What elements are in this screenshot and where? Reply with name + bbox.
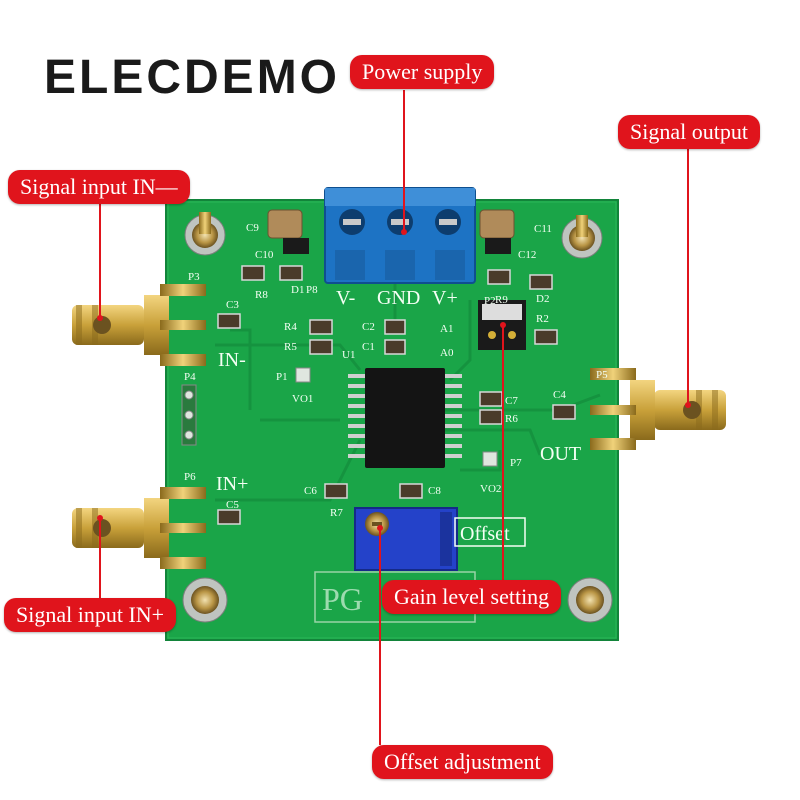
ref-a0: A0	[440, 347, 454, 359]
ref-c7: C7	[505, 395, 518, 407]
label-in-plus: IN+	[216, 473, 248, 495]
terminal-label-vminus: V-	[336, 287, 355, 309]
ref-c2: C2	[362, 321, 375, 333]
terminal-label-gnd: GND	[377, 287, 420, 309]
ref-d1: D1	[291, 284, 304, 296]
ref-p6: P6	[184, 471, 196, 483]
offset-potentiometer	[354, 507, 458, 571]
callout-offset-adjustment: Offset adjustment	[372, 745, 553, 779]
ref-p8: P8	[306, 284, 318, 296]
ref-p7: P7	[510, 457, 522, 469]
ref-c6: C6	[304, 485, 317, 497]
label-in-minus: IN-	[218, 349, 246, 371]
ic-chip-u1	[348, 368, 462, 468]
ref-c10: C10	[255, 249, 274, 261]
label-offset: Offset	[460, 523, 510, 545]
ref-d2: D2	[536, 293, 549, 305]
ref-vo1: VO1	[292, 393, 313, 405]
callout-gain-level: Gain level setting	[382, 580, 562, 614]
ref-p2: P2	[484, 295, 496, 307]
ref-p4: P4	[184, 371, 196, 383]
smd-components	[217, 265, 576, 525]
callout-signal-output: Signal output	[618, 115, 760, 149]
ref-c1: C1	[362, 341, 375, 353]
ref-c5: C5	[226, 499, 239, 511]
callout-leader-lines	[99, 90, 689, 745]
electrolytic-capacitors	[267, 209, 515, 254]
terminal-label-vplus: V+	[432, 287, 458, 309]
label-pga: PG	[322, 581, 363, 617]
ref-c8: C8	[428, 485, 441, 497]
ref-r2: R2	[536, 313, 549, 325]
ref-c3: C3	[226, 299, 239, 311]
ref-c9: C9	[246, 222, 259, 234]
callout-signal-input-plus: Signal input IN+	[4, 598, 177, 632]
callout-power-supply: Power supply	[350, 55, 495, 89]
ref-u1: U1	[342, 349, 355, 361]
ref-r4: R4	[284, 321, 297, 333]
ref-c12: C12	[518, 249, 536, 261]
ref-c4: C4	[553, 389, 566, 401]
reference-designators: C9 C10 R8 D1 P8 C11 C12 P2 R9 D2 R2 A1 A…	[184, 222, 608, 519]
sma-connector-in-plus	[72, 487, 206, 569]
sma-connector-out	[590, 368, 726, 450]
mounting-screws	[182, 212, 613, 623]
ref-r8: R8	[255, 289, 268, 301]
ref-c11: C11	[534, 223, 552, 235]
brand-logo: ELECDEMO	[44, 51, 341, 104]
ref-vo2: VO2	[480, 483, 501, 495]
ref-r9: R9	[495, 294, 508, 306]
sma-connector-in-minus	[72, 284, 206, 366]
power-terminal-block	[324, 187, 476, 284]
ref-r5: R5	[284, 341, 297, 353]
ref-p5: P5	[596, 369, 608, 381]
label-out: OUT	[540, 443, 581, 465]
ref-r6: R6	[505, 413, 518, 425]
ref-p3: P3	[188, 271, 200, 283]
ref-p1: P1	[276, 371, 288, 383]
ref-r7: R7	[330, 507, 343, 519]
callout-signal-input-minus: Signal input IN—	[8, 170, 190, 204]
test-pads	[181, 367, 498, 467]
ref-a1: A1	[440, 323, 453, 335]
